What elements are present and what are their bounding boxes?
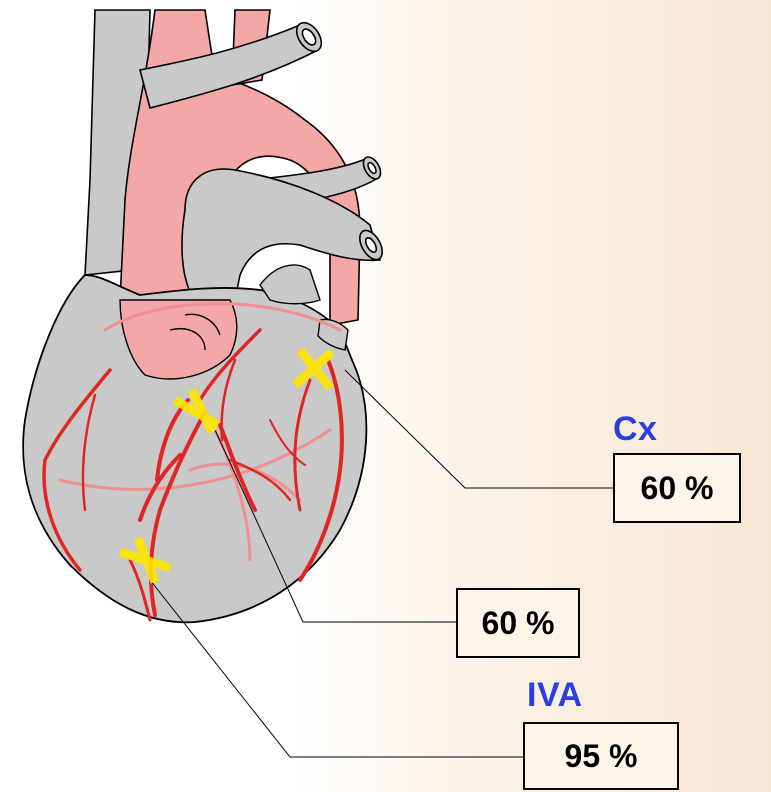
middle-value-box: 60 % [456, 588, 580, 658]
cx-label: Cx [613, 412, 657, 446]
iva-value-box: 95 % [523, 722, 679, 790]
cx-value-box: 60 % [613, 453, 741, 523]
leader-cx [345, 370, 613, 488]
iva-label: IVA [527, 678, 583, 712]
